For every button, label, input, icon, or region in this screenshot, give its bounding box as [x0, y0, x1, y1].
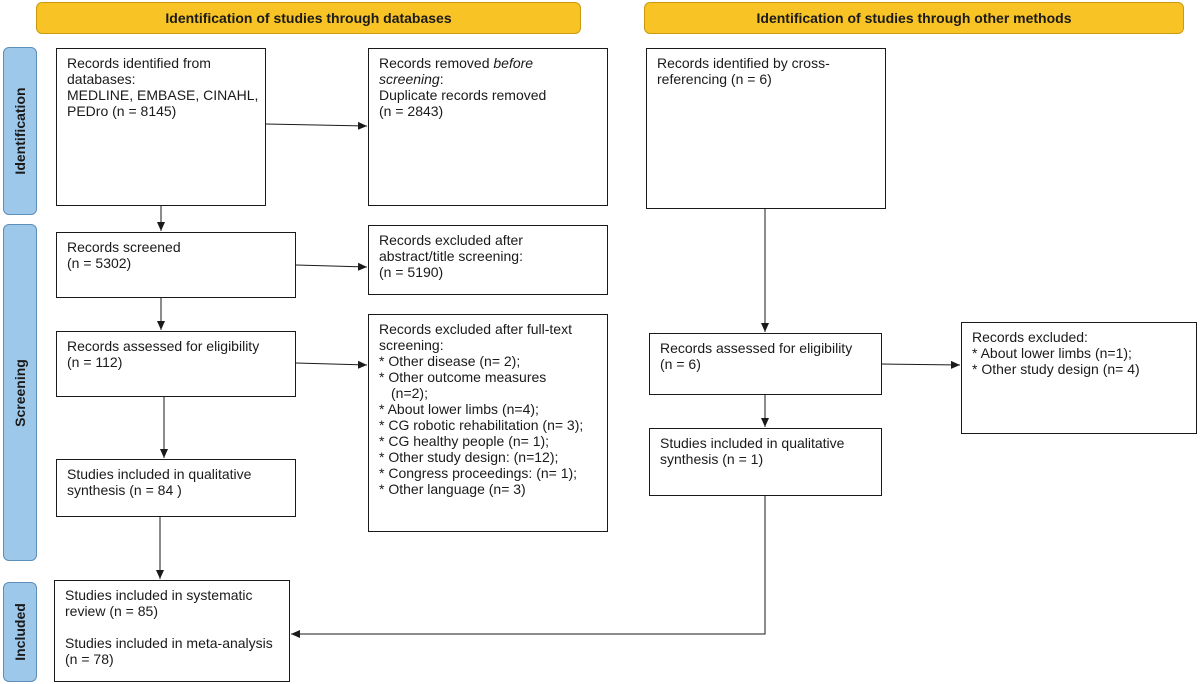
box-records-screened: Records screened (n = 5302) [56, 232, 296, 298]
text-line: Duplicate records removed [379, 87, 547, 103]
text-line: Studies included in meta-analysis [65, 635, 273, 651]
box-records-identified-cross-referencing: Records identified by cross- referencing… [646, 48, 886, 209]
text-line: (n = 6) [660, 356, 701, 372]
phase-screening: Screening [3, 224, 37, 561]
text-line: abstract/title screening: [379, 248, 523, 264]
exclusion-reason: * Other study design (n= 4) [972, 361, 1140, 377]
header-other-methods: Identification of studies through other … [644, 2, 1184, 34]
exclusion-reason: * Other disease (n= 2); [379, 353, 521, 369]
text-line: synthesis (n = 1) [660, 451, 764, 467]
text-line: Records assessed for eligibility [67, 338, 260, 354]
text-segment: Records removed [379, 55, 494, 71]
arrow-identified-to-removed [265, 121, 368, 130]
exclusion-reason: (n=2); [391, 385, 428, 401]
text-segment: : [439, 71, 444, 87]
exclusion-reason: * Congress proceedings: (n= 1); [379, 465, 578, 481]
text-line: Records screened [67, 239, 181, 255]
box-records-assessed-eligibility-databases: Records assessed for eligibility (n = 11… [56, 331, 296, 397]
text-line: Studies included in qualitative [67, 466, 252, 482]
text-line: referencing (n = 6) [657, 71, 772, 87]
text-line: screening: [379, 71, 597, 87]
box-records-assessed-eligibility-other: Records assessed for eligibility (n = 6) [649, 333, 882, 395]
text-line: Records assessed for eligibility [660, 340, 853, 356]
header-other-methods-label: Identification of studies through other … [756, 10, 1072, 26]
text-line: Records removed before [379, 55, 597, 71]
text-line: screening: [379, 337, 444, 353]
text-line: Studies included in systematic [65, 587, 253, 603]
text-line: (n = 5302) [67, 255, 132, 271]
text-line: databases: [67, 71, 136, 87]
text-line: (n = 5190) [379, 264, 444, 280]
header-databases: Identification of studies through databa… [36, 2, 581, 34]
exclusion-reason: * About lower limbs (n=4); [379, 401, 539, 417]
text-line: (n = 112) [67, 354, 123, 370]
box-records-identified-databases: Records identified from databases: MEDLI… [56, 48, 266, 206]
text-line: Records identified by cross- [657, 55, 830, 71]
arrow-eligibility-to-excluded-fulltext [295, 360, 368, 369]
exclusion-reason: * CG robotic rehabilitation (n= 3); [379, 417, 584, 433]
arrow-other-qualitative-to-included [291, 496, 766, 638]
text-line: Records excluded after [379, 232, 523, 248]
box-studies-qualitative-databases: Studies included in qualitative synthesi… [56, 459, 296, 517]
header-databases-label: Identification of studies through databa… [165, 10, 452, 26]
box-records-excluded-fulltext: Records excluded after full-text screeni… [368, 314, 608, 532]
exclusion-reason: * About lower limbs (n=1); [972, 345, 1132, 361]
text-line: (n = 78) [65, 651, 114, 667]
exclusion-reason: * Other outcome measures [379, 369, 547, 385]
box-studies-qualitative-other: Studies included in qualitative synthesi… [649, 428, 882, 496]
phase-included: Included [3, 582, 37, 682]
text-line: synthesis (n = 84 ) [67, 482, 182, 498]
text-segment-italic: before [493, 55, 534, 71]
box-records-excluded-abstract: Records excluded after abstract/title sc… [368, 225, 608, 295]
exclusion-reason: * Other study design: (n=12); [379, 449, 559, 465]
text-segment-italic: screening [379, 71, 440, 87]
text-line: review (n = 85) [65, 603, 158, 619]
exclusion-reason: * CG healthy people (n= 1); [379, 433, 550, 449]
text-line: Records identified from [67, 55, 211, 71]
box-records-removed: Records removed before screening: Duplic… [368, 48, 608, 206]
arrow-eligibility-to-excluded-other [881, 360, 961, 369]
box-studies-included: Studies included in systematic review (n… [54, 580, 290, 682]
text-line: (n = 2843) [379, 103, 444, 119]
text-line: PEDro (n = 8145) [67, 103, 177, 119]
box-records-excluded-other: Records excluded: * About lower limbs (n… [961, 322, 1197, 434]
text-line: MEDLINE, EMBASE, CINAHL, [67, 87, 259, 103]
arrow-screened-to-excluded-abstract [295, 262, 368, 271]
text-line: Studies included in qualitative [660, 435, 845, 451]
phase-identification: Identification [3, 47, 37, 215]
text-line: Records excluded after full-text [379, 321, 572, 337]
text-line: Records excluded: [972, 329, 1088, 345]
exclusion-reason: * Other language (n= 3) [379, 481, 526, 497]
